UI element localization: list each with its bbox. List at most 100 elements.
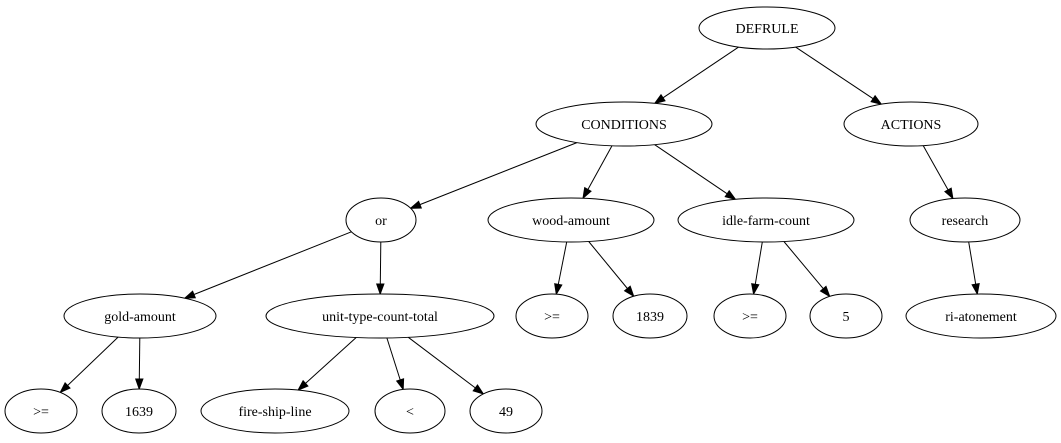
arrowhead xyxy=(183,290,197,299)
edge-or-to-gold-amount xyxy=(183,231,352,299)
arrowhead xyxy=(870,94,883,106)
node-label: DEFRULE xyxy=(736,22,799,37)
node-label: or xyxy=(375,214,387,229)
node-ellipse xyxy=(4,388,78,434)
edge-gold-amount-to-gold-value xyxy=(134,337,144,391)
node-conditions: CONDITIONS xyxy=(535,101,713,147)
edge-line xyxy=(557,241,568,285)
edge-wood-amount-to-wood-op xyxy=(554,241,568,296)
node-label: wood-amount xyxy=(532,214,610,229)
node-ellipse xyxy=(909,197,1021,243)
node-label: CONDITIONS xyxy=(581,118,667,133)
node-gold-op: >= xyxy=(4,388,78,434)
edge-idle-farm-count-to-farm-op xyxy=(751,241,763,296)
edge-line xyxy=(754,241,763,285)
node-ellipse xyxy=(345,197,417,243)
node-label: ri-atonement xyxy=(945,310,1017,325)
node-ellipse xyxy=(535,101,713,147)
arrowhead xyxy=(409,200,423,209)
edge-line xyxy=(379,241,382,285)
arrowhead xyxy=(375,283,385,296)
edge-or-to-unit-type-count-total xyxy=(375,241,385,296)
edge-defrule-to-actions xyxy=(795,46,883,106)
node-label: >= xyxy=(33,405,49,420)
node-actions: ACTIONS xyxy=(843,101,979,147)
edge-line xyxy=(783,241,824,290)
node-fire-ship-line: fire-ship-line xyxy=(200,388,350,434)
arrowhead xyxy=(653,93,666,105)
node-wood-op: >= xyxy=(515,293,589,339)
node-idle-farm-count: idle-farm-count xyxy=(677,197,855,243)
arrowhead xyxy=(623,285,635,298)
node-wood-value: 1839 xyxy=(612,293,688,339)
node-ellipse xyxy=(63,293,217,339)
arrowhead xyxy=(582,186,592,200)
node-label: >= xyxy=(544,310,560,325)
edge-actions-to-research xyxy=(922,145,954,200)
edge-line xyxy=(795,46,874,100)
edge-wood-amount-to-wood-value xyxy=(588,241,635,298)
node-label: fire-ship-line xyxy=(238,405,311,420)
arrowhead xyxy=(751,283,760,296)
edge-unit-type-count-total-to-fire-ship-line xyxy=(297,337,357,392)
arrowhead xyxy=(472,384,485,395)
node-or: or xyxy=(345,197,417,243)
node-label: 49 xyxy=(499,405,513,420)
edge-line xyxy=(587,145,613,190)
edge-line xyxy=(407,336,476,389)
node-ellipse xyxy=(809,293,883,339)
node-label: idle-farm-count xyxy=(722,214,810,229)
edge-line xyxy=(922,145,949,191)
node-ri-atonement: ri-atonement xyxy=(905,293,1057,339)
edge-line xyxy=(193,231,352,295)
node-gold-amount: gold-amount xyxy=(63,293,217,339)
node-label: 1839 xyxy=(636,310,664,325)
node-ellipse xyxy=(200,388,350,434)
arrowhead xyxy=(297,379,309,392)
node-gold-value: 1639 xyxy=(101,388,177,434)
arrowhead xyxy=(134,378,144,391)
edge-gold-amount-to-gold-op xyxy=(59,336,119,394)
edge-research-to-ri-atonement xyxy=(968,241,980,296)
node-label: ACTIONS xyxy=(881,118,942,133)
edge-conditions-to-or xyxy=(409,142,578,209)
edge-line xyxy=(386,337,401,381)
node-ellipse xyxy=(713,293,787,339)
node-unit-value: 49 xyxy=(469,388,543,434)
edge-line xyxy=(67,336,119,386)
node-ellipse xyxy=(905,293,1057,339)
node-label: gold-amount xyxy=(104,310,176,325)
node-label: research xyxy=(942,214,989,229)
edge-line xyxy=(419,142,578,206)
arrowhead xyxy=(59,382,71,394)
edge-unit-type-count-total-to-unit-value xyxy=(407,336,485,395)
arrowhead xyxy=(819,285,831,298)
node-ellipse xyxy=(612,293,688,339)
node-ellipse xyxy=(698,6,836,50)
node-ellipse xyxy=(374,388,446,434)
node-ellipse xyxy=(515,293,589,339)
node-research: research xyxy=(909,197,1021,243)
node-label: < xyxy=(406,405,414,420)
node-ellipse xyxy=(265,293,495,339)
node-farm-value: 5 xyxy=(809,293,883,339)
edges-layer xyxy=(59,46,980,395)
arrowhead xyxy=(724,189,737,201)
node-ellipse xyxy=(843,101,979,147)
node-unit-op: < xyxy=(374,388,446,434)
node-wood-amount: wood-amount xyxy=(487,197,655,243)
node-ellipse xyxy=(487,197,655,243)
arrowhead xyxy=(944,187,954,200)
edge-line xyxy=(968,241,977,285)
nodes-layer: DEFRULE CONDITIONS ACTIONS or wood-amount idl… xyxy=(4,6,1057,434)
node-unit-type-count-total: unit-type-count-total xyxy=(265,293,495,339)
arrowhead xyxy=(554,283,563,296)
edge-conditions-to-idle-farm-count xyxy=(654,144,737,201)
edge-idle-farm-count-to-farm-value xyxy=(783,241,831,298)
edge-line xyxy=(662,46,739,99)
edge-line xyxy=(305,337,357,384)
edge-unit-type-count-total-to-unit-op xyxy=(386,337,405,391)
edge-conditions-to-wood-amount xyxy=(582,145,613,200)
edge-line xyxy=(654,144,728,195)
